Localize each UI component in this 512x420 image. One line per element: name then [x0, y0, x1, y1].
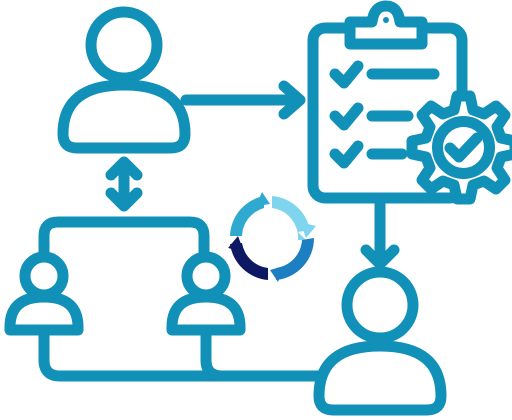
team-connector-line	[38, 216, 210, 264]
assignee-person-icon	[313, 266, 447, 416]
gear-check-icon	[406, 90, 512, 205]
down-arrow-icon	[360, 194, 400, 270]
mid-connector-line	[200, 328, 228, 382]
team-member-right-icon	[166, 251, 246, 336]
cycle-ring-icon	[228, 192, 316, 282]
manager-person-icon	[57, 6, 191, 154]
bottom-connector-line	[38, 328, 328, 382]
double-arrow-icon	[105, 156, 143, 212]
team-member-left-icon	[4, 251, 84, 336]
right-arrow-icon	[180, 80, 306, 120]
clipboard-checklist-icon	[307, 0, 468, 204]
